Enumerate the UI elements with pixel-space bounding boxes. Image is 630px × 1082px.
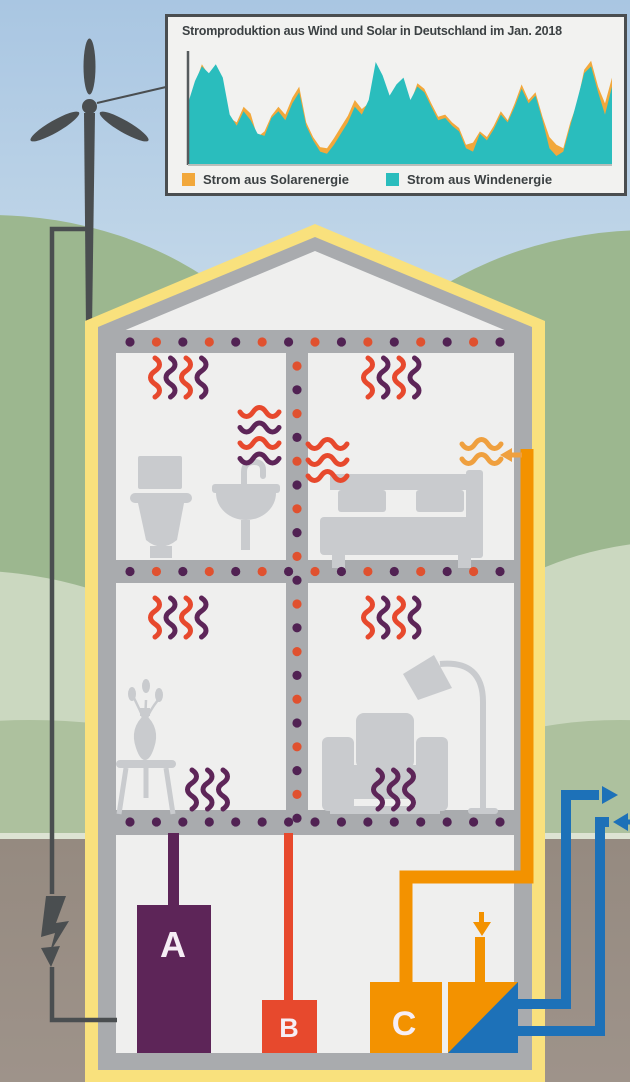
chart-connector-line [96,86,167,104]
unit-c-label: C [392,1005,417,1043]
stool-with-vase [116,679,176,815]
toilet [130,456,192,558]
chart-panel: Stromproduktion aus Wind und Solar in De… [165,14,627,196]
chart-title: Stromproduktion aus Wind und Solar in De… [182,24,562,38]
chart-area-series [188,62,612,165]
middle-wall [286,353,308,835]
legend-item-wind: Strom aus Windenergie [386,171,553,187]
unit-a [137,905,211,1053]
heat-arrow-left-icon [500,448,522,462]
sink [212,458,280,550]
heating-system [137,448,630,1053]
floor-lamp [403,655,498,814]
heating-dots [125,337,505,827]
unit-a-label: A [160,924,186,965]
lightning-icon [41,896,69,967]
unit-b [262,1000,317,1053]
unit-a-pipe [168,833,179,907]
area-chart [186,51,612,166]
intake-arrow-down-icon [473,912,491,936]
unit-c-left [370,982,442,1053]
legend-swatch-solar [182,172,195,186]
house-interior [116,251,514,1053]
ground-loop-pipe-out [505,790,599,1009]
unit-c-heat-exchanger [448,982,518,1053]
wind-turbine [30,38,149,330]
orange-heat-pipe [399,449,534,982]
unit-b-pipe [284,833,293,1002]
house [85,224,545,1082]
legend-item-solar: Strom aus Solarenergie [182,171,349,187]
legend-label-wind: Strom aus Windenergie [407,171,553,187]
unit-b-label: B [279,1013,299,1043]
bed [320,470,483,568]
power-cable [49,226,117,1023]
flow-arrow-left-icon [613,813,630,831]
ground-loop-pipe-in [505,817,609,1036]
unit-c-intake-stub [475,937,485,982]
furniture [116,456,498,815]
legend-label-solar: Strom aus Solarenergie [203,171,349,187]
legend-swatch-wind [386,172,399,186]
flow-arrow-right-icon [602,786,618,804]
